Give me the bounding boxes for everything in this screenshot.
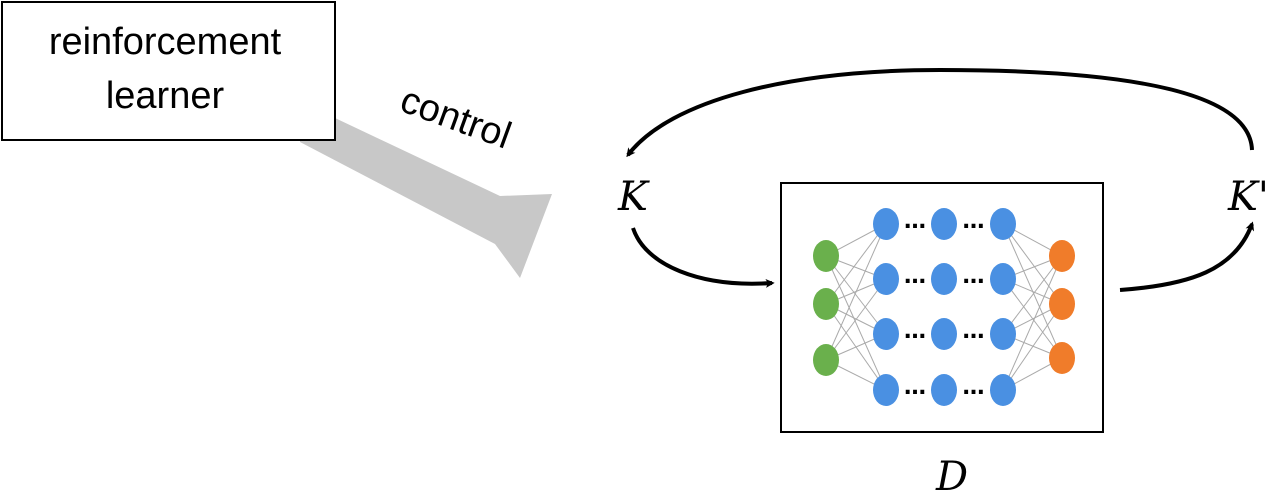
layer-ellipsis: …: [904, 264, 926, 289]
hidden-node: [931, 318, 957, 350]
learner-box-line1: reinforcement: [49, 21, 282, 63]
network-connection: [1002, 255, 1063, 335]
hidden-node: [873, 263, 899, 295]
hidden-node: [990, 263, 1016, 295]
layer-ellipsis: …: [963, 209, 985, 234]
input-node: [813, 288, 839, 320]
layer-ellipsis: …: [904, 209, 926, 234]
layer-ellipsis: …: [963, 264, 985, 289]
network-connection: [1002, 223, 1063, 305]
network-connection: [1002, 255, 1063, 391]
input-node: [813, 240, 839, 272]
input-label-k: K: [617, 174, 650, 220]
network-connection: [1002, 303, 1063, 391]
network-ellipses: … … … … … … … …: [904, 209, 985, 400]
network-connection: [825, 255, 887, 391]
reinforcement-learner-box: reinforcement learner: [1, 1, 336, 141]
hidden-node: [873, 374, 899, 406]
layer-ellipsis: …: [963, 319, 985, 344]
hidden-node: [931, 208, 957, 240]
hidden-node: [931, 374, 957, 406]
output-node: [1049, 342, 1075, 374]
input-arrow: [631, 227, 775, 288]
network-label-d: D: [935, 454, 968, 497]
layer-ellipsis: …: [904, 319, 926, 344]
feedback-arrow: [626, 67, 1254, 158]
control-label: control: [395, 79, 517, 157]
learner-box-line2: learner: [106, 75, 225, 117]
output-node: [1049, 240, 1075, 272]
output-node: [1049, 288, 1075, 320]
hidden-node: [990, 374, 1016, 406]
network-connection: [825, 278, 887, 361]
input-node: [813, 344, 839, 376]
hidden-node: [990, 208, 1016, 240]
network-connection: [825, 255, 887, 335]
network-nodes: [813, 208, 1075, 406]
network-connection: [825, 223, 887, 361]
output-label-k-prime: K': [1227, 174, 1269, 220]
network-connection: [825, 223, 887, 305]
layer-ellipsis: …: [904, 375, 926, 400]
layer-ellipsis: …: [963, 375, 985, 400]
hidden-node: [931, 263, 957, 295]
hidden-node: [990, 318, 1016, 350]
hidden-node: [873, 318, 899, 350]
hidden-node: [873, 208, 899, 240]
output-arrow: [1119, 221, 1255, 292]
control-arrow: [300, 118, 552, 278]
